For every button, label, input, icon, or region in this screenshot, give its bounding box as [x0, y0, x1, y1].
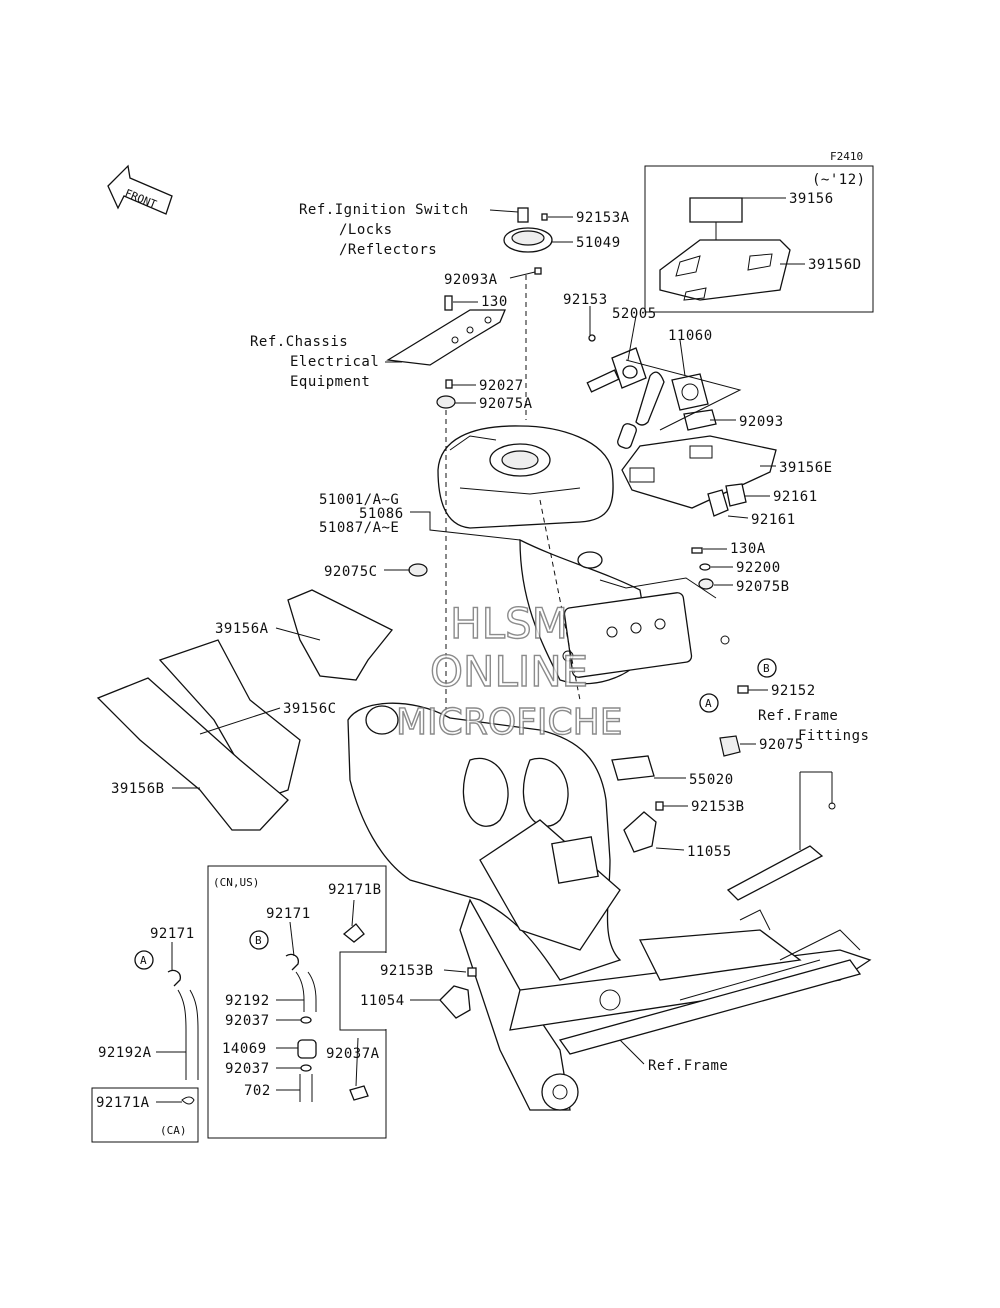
- rubber-92075c: [408, 563, 428, 577]
- leader-lines: [156, 197, 833, 1103]
- fuel-cap-assembly: [503, 207, 553, 275]
- bracket-11055: [623, 811, 657, 853]
- label-92161-b: 92161: [751, 512, 796, 528]
- fuel-pump-assembly: [586, 334, 777, 517]
- motorcycle-frame: [347, 702, 872, 1111]
- label-92153a: 92153A: [576, 210, 630, 226]
- marker-a-left: A: [134, 950, 154, 970]
- label-92037a: 92037A: [326, 1046, 380, 1062]
- svg-text:A: A: [705, 697, 712, 710]
- label-92075c: 92075C: [324, 564, 378, 580]
- label-92037-a: 92037: [225, 1013, 270, 1029]
- label-51086: 51086: [359, 506, 404, 522]
- fuel-tank: [437, 425, 730, 685]
- label-92093: 92093: [739, 414, 784, 430]
- label-51087: 51087/A~E: [319, 520, 399, 536]
- label-92075a: 92075A: [479, 396, 533, 412]
- bolt-92153b-upper: [655, 801, 664, 811]
- label-fittings: Fittings: [798, 728, 869, 744]
- front-arrow-icon: FRONT: [107, 164, 173, 215]
- year-note-box: [644, 165, 874, 313]
- label-39156: 39156: [789, 191, 834, 207]
- part-39156-inset: [689, 197, 743, 223]
- svg-text:B: B: [763, 662, 770, 675]
- bracket-11054: [439, 985, 471, 1019]
- marker-b-right: B: [757, 658, 777, 678]
- year-note: (~'12): [812, 172, 866, 188]
- label-ref-ignition-switch: Ref.Ignition Switch: [299, 202, 469, 218]
- label-39156e: 39156E: [779, 460, 833, 476]
- ca-note-box: [91, 1087, 199, 1143]
- svg-text:B: B: [255, 934, 262, 947]
- ca-note: (CA): [160, 1124, 187, 1137]
- label-locks: /Locks: [339, 222, 393, 238]
- bracket-130: [386, 295, 506, 409]
- label-39156c: 39156C: [283, 701, 337, 717]
- label-52005: 52005: [612, 306, 657, 322]
- watermark-line-2: ONLINE: [430, 647, 588, 696]
- label-39156a: 39156A: [215, 621, 269, 637]
- label-92192a: 92192A: [98, 1045, 152, 1061]
- label-11055: 11055: [687, 844, 732, 860]
- label-55020: 55020: [689, 772, 734, 788]
- label-92075b: 92075B: [736, 579, 790, 595]
- bolt-130a: [691, 547, 703, 554]
- pad-39156b: [96, 677, 289, 831]
- marker-a-right: A: [699, 693, 719, 713]
- rubber-92075: [719, 735, 741, 757]
- label-92153: 92153: [563, 292, 608, 308]
- label-130: 130: [481, 294, 508, 310]
- watermark-line-1: HLSM: [450, 599, 568, 648]
- bolt-92152: [737, 685, 749, 694]
- label-ref-frame-bottom: Ref.Frame: [648, 1058, 728, 1074]
- label-92171-box: 92171: [266, 906, 311, 922]
- label-39156b: 39156B: [111, 781, 165, 797]
- part-39156d-inset: [659, 239, 791, 301]
- bolt-92153b-lower: [467, 967, 477, 977]
- label-92171-left: 92171: [150, 926, 195, 942]
- pad-39156c: [158, 639, 301, 801]
- hose-kit-92192a: [167, 969, 199, 1105]
- label-702: 702: [244, 1083, 271, 1099]
- label-92200: 92200: [736, 560, 781, 576]
- label-ref-chassis: Ref.Chassis: [250, 334, 348, 350]
- watermark-line-3: MICROFICHE: [396, 702, 622, 743]
- watermark: HLSM ONLINE MICROFICHE: [395, 598, 623, 743]
- pad-39156a: [287, 589, 394, 681]
- label-51049: 51049: [576, 235, 621, 251]
- region-note: (CN,US): [213, 876, 259, 889]
- label-reflectors: /Reflectors: [339, 242, 437, 258]
- washer-92200: [699, 563, 711, 571]
- label-92153b-upper: 92153B: [691, 799, 745, 815]
- label-11060: 11060: [668, 328, 713, 344]
- label-92153b-lower: 92153B: [380, 963, 434, 979]
- svg-text:A: A: [140, 954, 147, 967]
- label-92093a: 92093A: [444, 272, 498, 288]
- label-92161-a: 92161: [773, 489, 818, 505]
- frame-fittings: [726, 772, 836, 901]
- label-92027: 92027: [479, 378, 524, 394]
- label-14069: 14069: [222, 1041, 267, 1057]
- rubber-92075b: [698, 578, 714, 590]
- label-92037-b: 92037: [225, 1061, 270, 1077]
- diagram-code: F2410: [830, 150, 863, 163]
- label-92075: 92075: [759, 737, 804, 753]
- marker-b-left: B: [249, 930, 269, 950]
- label-39156d: 39156D: [808, 257, 862, 273]
- plate-55020: [611, 755, 655, 781]
- label-11054: 11054: [360, 993, 405, 1009]
- label-51001: 51001/A~G: [319, 492, 399, 508]
- label-92152: 92152: [771, 683, 816, 699]
- label-92171b: 92171B: [328, 882, 382, 898]
- label-ref-frame-top: Ref.Frame: [758, 708, 838, 724]
- label-92192: 92192: [225, 993, 270, 1009]
- label-130a: 130A: [730, 541, 766, 557]
- label-92171a: 92171A: [96, 1095, 150, 1111]
- label-equipment: Equipment: [290, 374, 370, 390]
- label-electrical: Electrical: [290, 354, 379, 370]
- hose-kit-region: [285, 923, 369, 1102]
